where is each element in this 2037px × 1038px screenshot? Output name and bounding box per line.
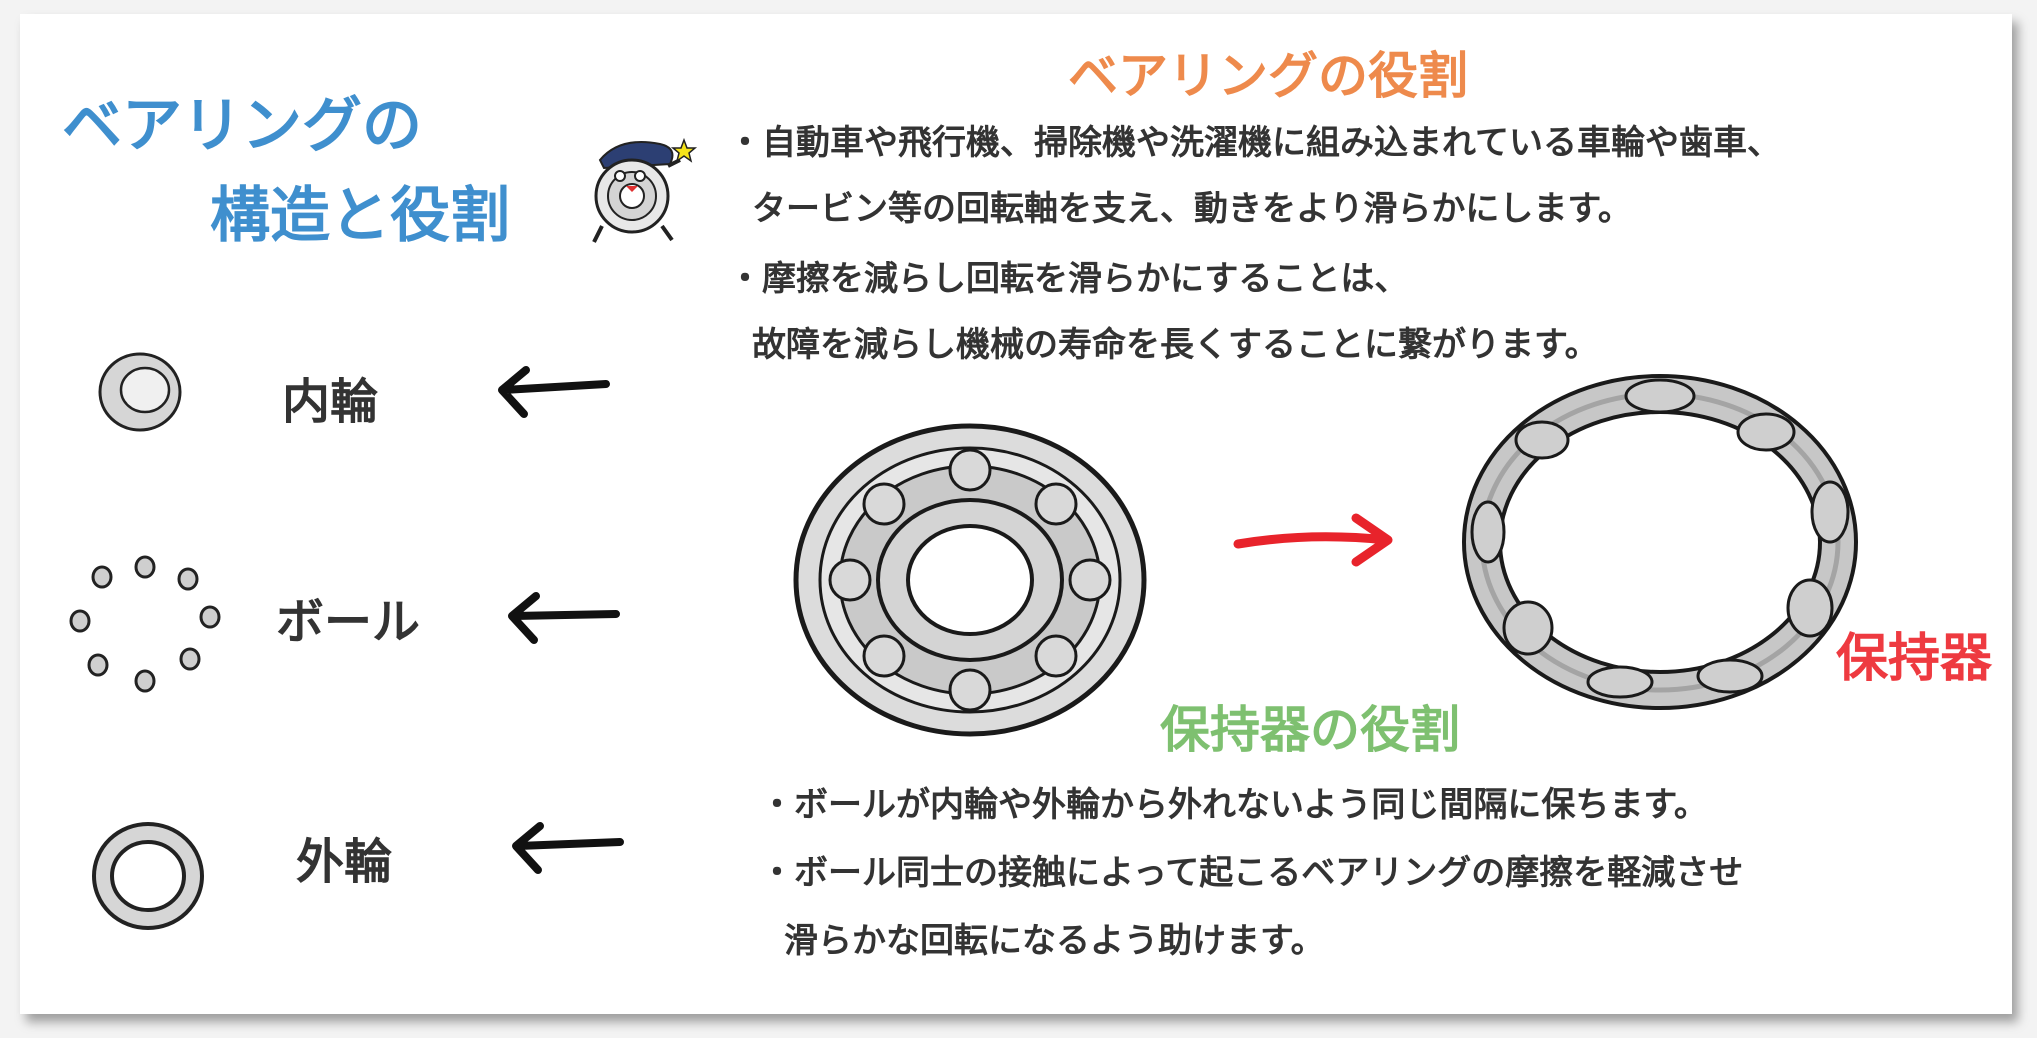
inner-ring-label: 内輪 <box>282 374 379 430</box>
retainer-cage-illustration <box>1462 374 1858 710</box>
retainer-role-title: 保持器の役割 <box>1160 701 1460 759</box>
arrow-left-icon <box>512 822 624 874</box>
retainer-role-line-1: ・ボールが内輪や外輪から外れないよう同じ間隔に保ちます。 <box>760 785 1708 825</box>
retainer-label: 保持器 <box>1836 629 1993 689</box>
title-line-2: 構造と役割 <box>210 181 510 251</box>
outer-ring-label: 外輪 <box>296 834 393 890</box>
bearing-illustration <box>793 423 1147 737</box>
balls-icon <box>69 555 221 693</box>
arrow-left-icon <box>498 366 610 418</box>
arrow-left-icon <box>508 592 620 644</box>
title-line-1: ベアリングの <box>62 91 422 161</box>
bearing-role-title: ベアリングの役割 <box>1068 47 1468 105</box>
arrow-right-red-icon <box>1233 513 1393 567</box>
mascot-bearing-icon <box>592 137 698 243</box>
bearing-role-line-3: ・摩擦を減らし回転を滑らかにすることは、 <box>728 259 1409 299</box>
bearing-role-line-1: ・自動車や飛行機、掃除機や洗濯機に組み込まれている車輪や歯車、 <box>728 123 1781 163</box>
outer-ring-icon <box>92 822 204 930</box>
bearing-role-line-4: 故障を減らし機械の寿命を長くすることに繋がります。 <box>752 325 1599 365</box>
bearing-role-line-2: タービン等の回転軸を支え、動きをより滑らかにします。 <box>752 189 1632 229</box>
ball-label: ボール <box>276 594 421 650</box>
retainer-role-line-3: 滑らかな回転になるよう助けます。 <box>784 921 1325 961</box>
inner-ring-icon <box>98 352 182 432</box>
retainer-role-line-2: ・ボール同士の接触によって起こるベアリングの摩擦を軽減させ <box>760 853 1744 893</box>
